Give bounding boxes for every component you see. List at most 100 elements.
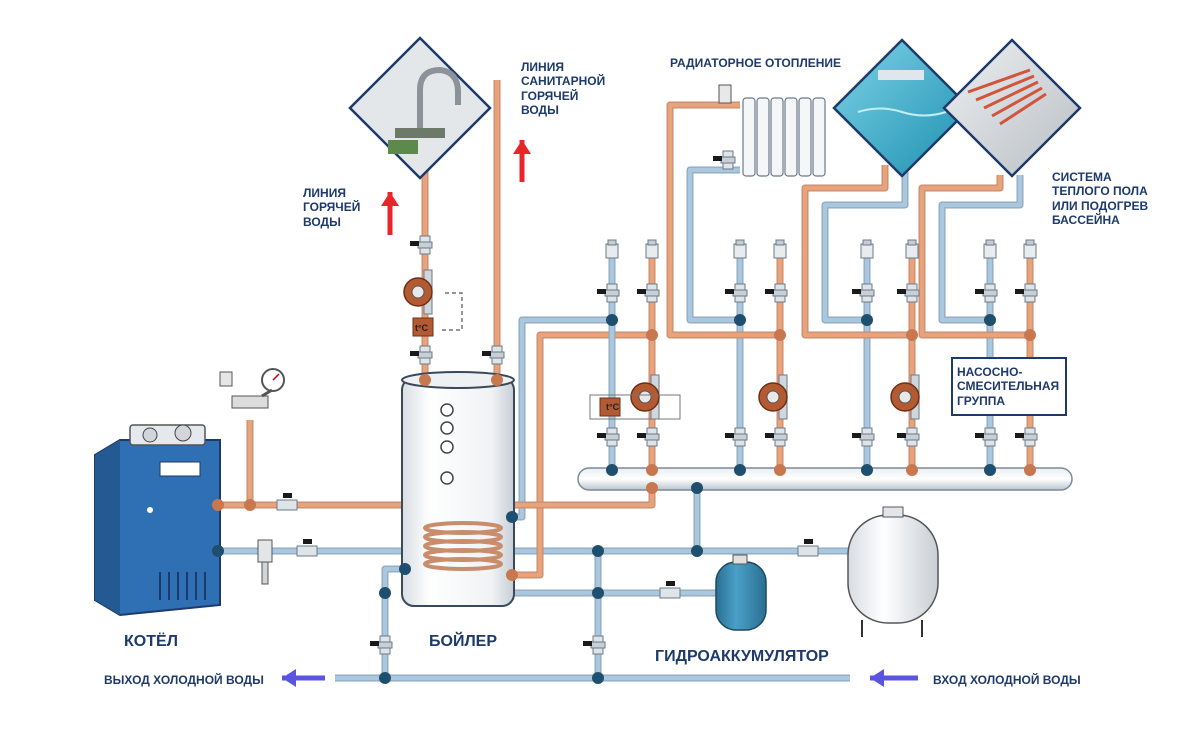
safety-valve — [219, 371, 233, 387]
valve-handle — [713, 156, 722, 161]
radiator-return-valve — [713, 150, 736, 170]
hot-line-upper-valve — [410, 235, 433, 255]
vent-body — [645, 243, 659, 259]
manifold-hot-node-2 — [906, 464, 918, 476]
riser-cold-node-1 — [734, 314, 746, 326]
upper-valve-hot-1 — [765, 283, 788, 303]
lower-valve-hot-2 — [897, 427, 920, 447]
tank-top — [401, 371, 515, 389]
arrow-head — [513, 140, 531, 154]
valve-nut — [590, 641, 606, 649]
vent-cap — [775, 239, 785, 246]
pool-ladder — [878, 70, 924, 80]
junction-node — [379, 672, 391, 684]
valve-nut — [859, 289, 875, 297]
riser-cold-node-2 — [861, 314, 873, 326]
sanitary-line-valve — [482, 345, 505, 365]
valve-handle — [597, 433, 606, 438]
valve-nut — [604, 289, 620, 297]
upper-valve-hot-0 — [637, 283, 660, 303]
vent-cap — [607, 239, 617, 246]
hot-line-lower-valve — [410, 345, 433, 365]
air-vent-hot-2 — [905, 239, 919, 259]
junction-node — [592, 545, 604, 557]
arrow-head — [282, 669, 296, 687]
faucet-spout — [417, 66, 461, 130]
upper-valve-cold-2 — [852, 283, 875, 303]
riser-hot-node-0 — [646, 329, 658, 341]
valve-handle — [303, 539, 312, 544]
valve-handle — [897, 289, 906, 294]
valve-handle — [725, 289, 734, 294]
valve-nut — [644, 289, 660, 297]
burner-motor — [174, 424, 192, 442]
tank-sensor-3 — [440, 471, 454, 485]
vent-cap — [907, 239, 917, 246]
riser-cold-node-0 — [606, 314, 618, 326]
thermo-label-1: t°C — [606, 402, 620, 412]
equipment-layer — [94, 36, 1082, 687]
valve-handle — [975, 433, 984, 438]
cold-in-arrow — [870, 669, 918, 687]
pump-hub — [766, 390, 780, 404]
radiator-return-outline — [686, 166, 740, 324]
air-vent-cold-2 — [860, 239, 874, 259]
vent-cap — [1025, 239, 1035, 246]
floor-pipe-0 — [967, 68, 1031, 94]
valve-nut — [644, 433, 660, 441]
accumulator-cap — [732, 554, 748, 565]
hot-line-bypass — [440, 292, 463, 331]
lower-valve-hot-3 — [1015, 427, 1038, 447]
filter-bowl — [261, 561, 269, 585]
valve-handle — [583, 641, 592, 646]
kotel-supply-valve — [276, 493, 298, 511]
floor-heating-icon-frame — [942, 38, 1082, 178]
valve-handle — [597, 289, 606, 294]
radiator-section — [742, 97, 756, 177]
riser-hot-node-1 — [774, 329, 786, 341]
radiator-return — [687, 167, 740, 323]
upper-valve-cold-3 — [975, 283, 998, 303]
manifold-cold-node-3 — [984, 464, 996, 476]
floor-supply — [919, 175, 1030, 338]
valve-handle — [852, 289, 861, 294]
faucet-sink — [395, 128, 445, 138]
riser-cold-node-3 — [984, 314, 996, 326]
pool-icon-frame — [832, 38, 972, 178]
lower-valve-hot-0 — [637, 427, 660, 447]
burner-block — [129, 424, 206, 446]
valve-nut — [1022, 289, 1038, 297]
valve-body — [659, 587, 681, 599]
sanitary-arrow — [513, 140, 531, 182]
air-vent-hot-0 — [645, 239, 659, 259]
vent-body — [1023, 243, 1037, 259]
expansion-valve — [797, 539, 819, 557]
pump-hub — [411, 285, 425, 299]
faucet-icon — [348, 36, 492, 180]
manifold-cold-node-0 — [606, 464, 618, 476]
manifold-cold-node-2 — [861, 464, 873, 476]
vent-cap — [862, 239, 872, 246]
accumulator-tank — [715, 561, 767, 631]
cold-out-arrow — [282, 669, 325, 687]
upper-valve-cold-1 — [725, 283, 748, 303]
junction-node — [592, 587, 604, 599]
valve-handle — [804, 539, 813, 544]
valve-handle — [370, 641, 379, 646]
junction-node — [592, 672, 604, 684]
manifold-hot-node — [646, 482, 658, 494]
valve-handle — [482, 351, 491, 356]
valve-body — [797, 545, 819, 557]
radiator-icon — [742, 97, 826, 177]
hot-line-pump — [403, 269, 433, 315]
valve-nut — [982, 289, 998, 297]
valve-body — [276, 499, 298, 511]
vent-cap — [647, 239, 657, 246]
vent-cap — [985, 239, 995, 246]
tank-body — [401, 377, 515, 607]
junction-node — [379, 587, 391, 599]
valve-nut — [417, 241, 433, 249]
floor-heating-icon — [942, 38, 1082, 178]
